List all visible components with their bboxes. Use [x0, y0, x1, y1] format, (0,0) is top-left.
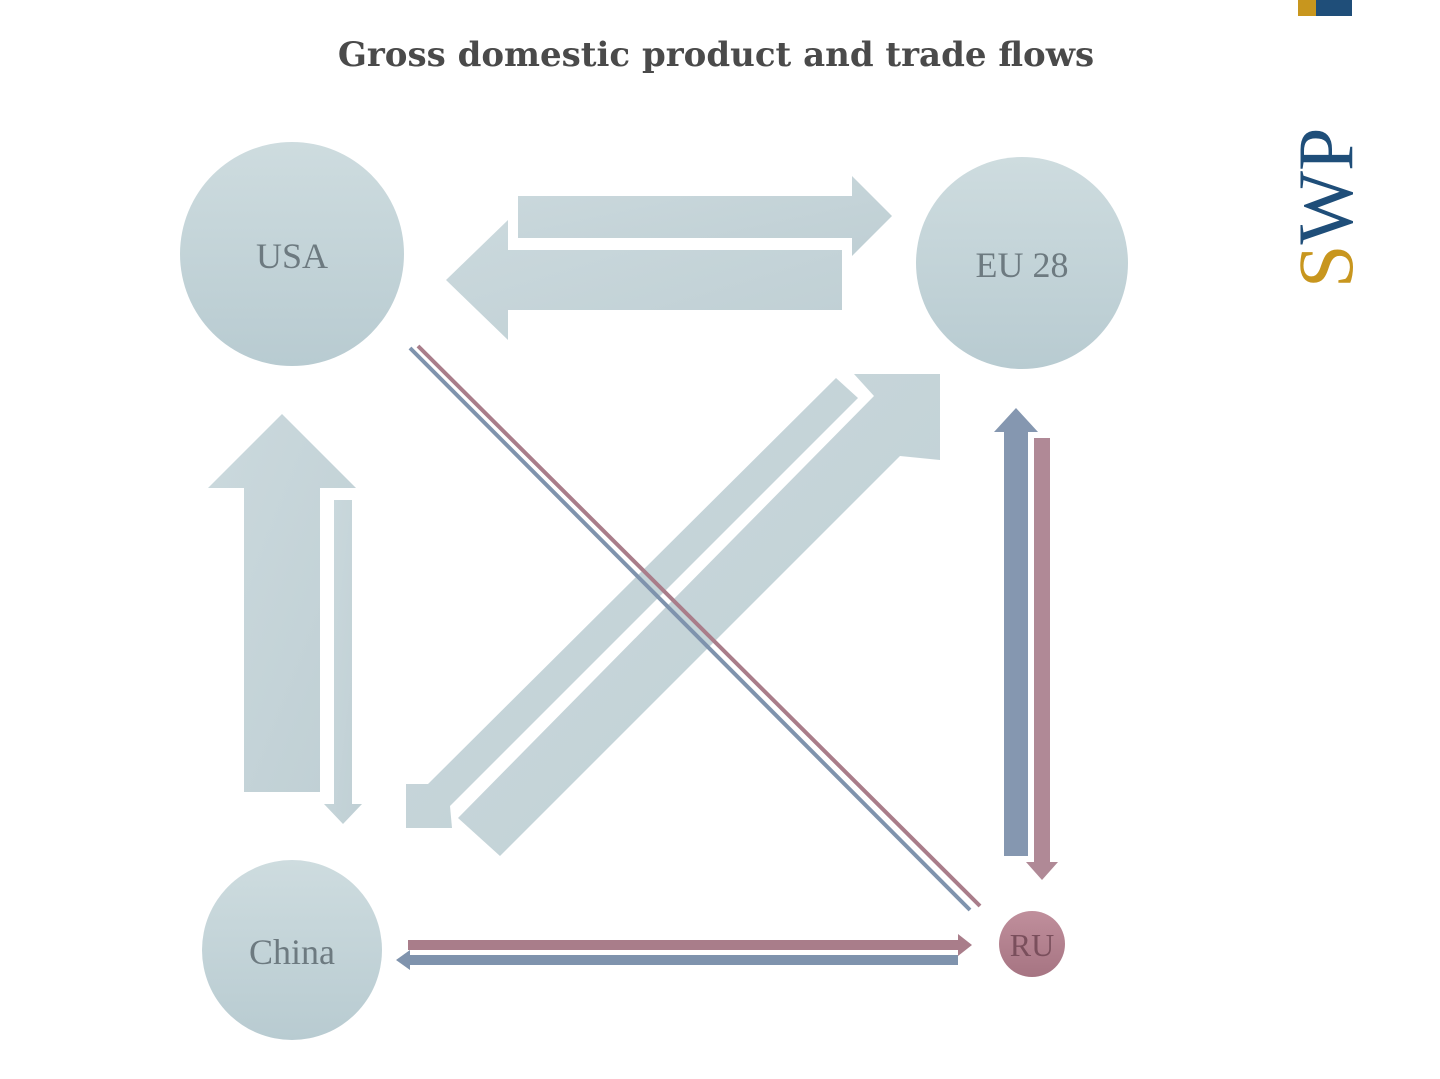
- flow-china-to-ru-arrow: [408, 934, 972, 956]
- node-eu: EU 28: [916, 157, 1128, 369]
- node-usa: USA: [180, 142, 404, 366]
- flow-eu-to-ru-arrow: [1026, 438, 1058, 880]
- node-eu-circle: [916, 157, 1128, 369]
- flow-ru-to-china-arrow: [396, 950, 958, 970]
- logo-bar-gold: [1298, 0, 1316, 16]
- node-eu-label: EU 28: [976, 245, 1069, 285]
- flow-eu-to-china-arrow: [406, 378, 858, 828]
- diagram-title: Gross domestic product and trade flows: [338, 35, 1094, 75]
- node-ru-circle: [999, 911, 1065, 977]
- flow-usa-to-eu-arrow: [518, 176, 892, 256]
- flow-china-to-eu-arrow: [458, 374, 940, 856]
- flow-china-to-usa-arrow: [208, 414, 356, 792]
- flow-eu-to-usa-arrow: [446, 220, 842, 340]
- swp-logo-s: S: [1282, 245, 1369, 288]
- flow-ru-to-eu-arrow: [994, 408, 1038, 856]
- node-ru: RU: [999, 911, 1065, 977]
- swp-logo-text: SWP: [1282, 128, 1369, 288]
- logo-bar-blue: [1316, 0, 1352, 16]
- node-ru-label: RU: [1010, 927, 1054, 963]
- flow-usa-ru-export-line: [416, 344, 982, 908]
- node-usa-circle: [180, 142, 404, 366]
- flow-usa-ru-import-line: [408, 346, 972, 912]
- node-usa-label: USA: [256, 236, 328, 276]
- node-china: China: [202, 860, 382, 1040]
- flow-usa-to-china-arrow: [324, 500, 362, 824]
- node-china-label: China: [249, 932, 335, 972]
- swp-logo: SWP: [1282, 0, 1369, 288]
- node-china-circle: [202, 860, 382, 1040]
- swp-logo-wp: WP: [1282, 128, 1369, 245]
